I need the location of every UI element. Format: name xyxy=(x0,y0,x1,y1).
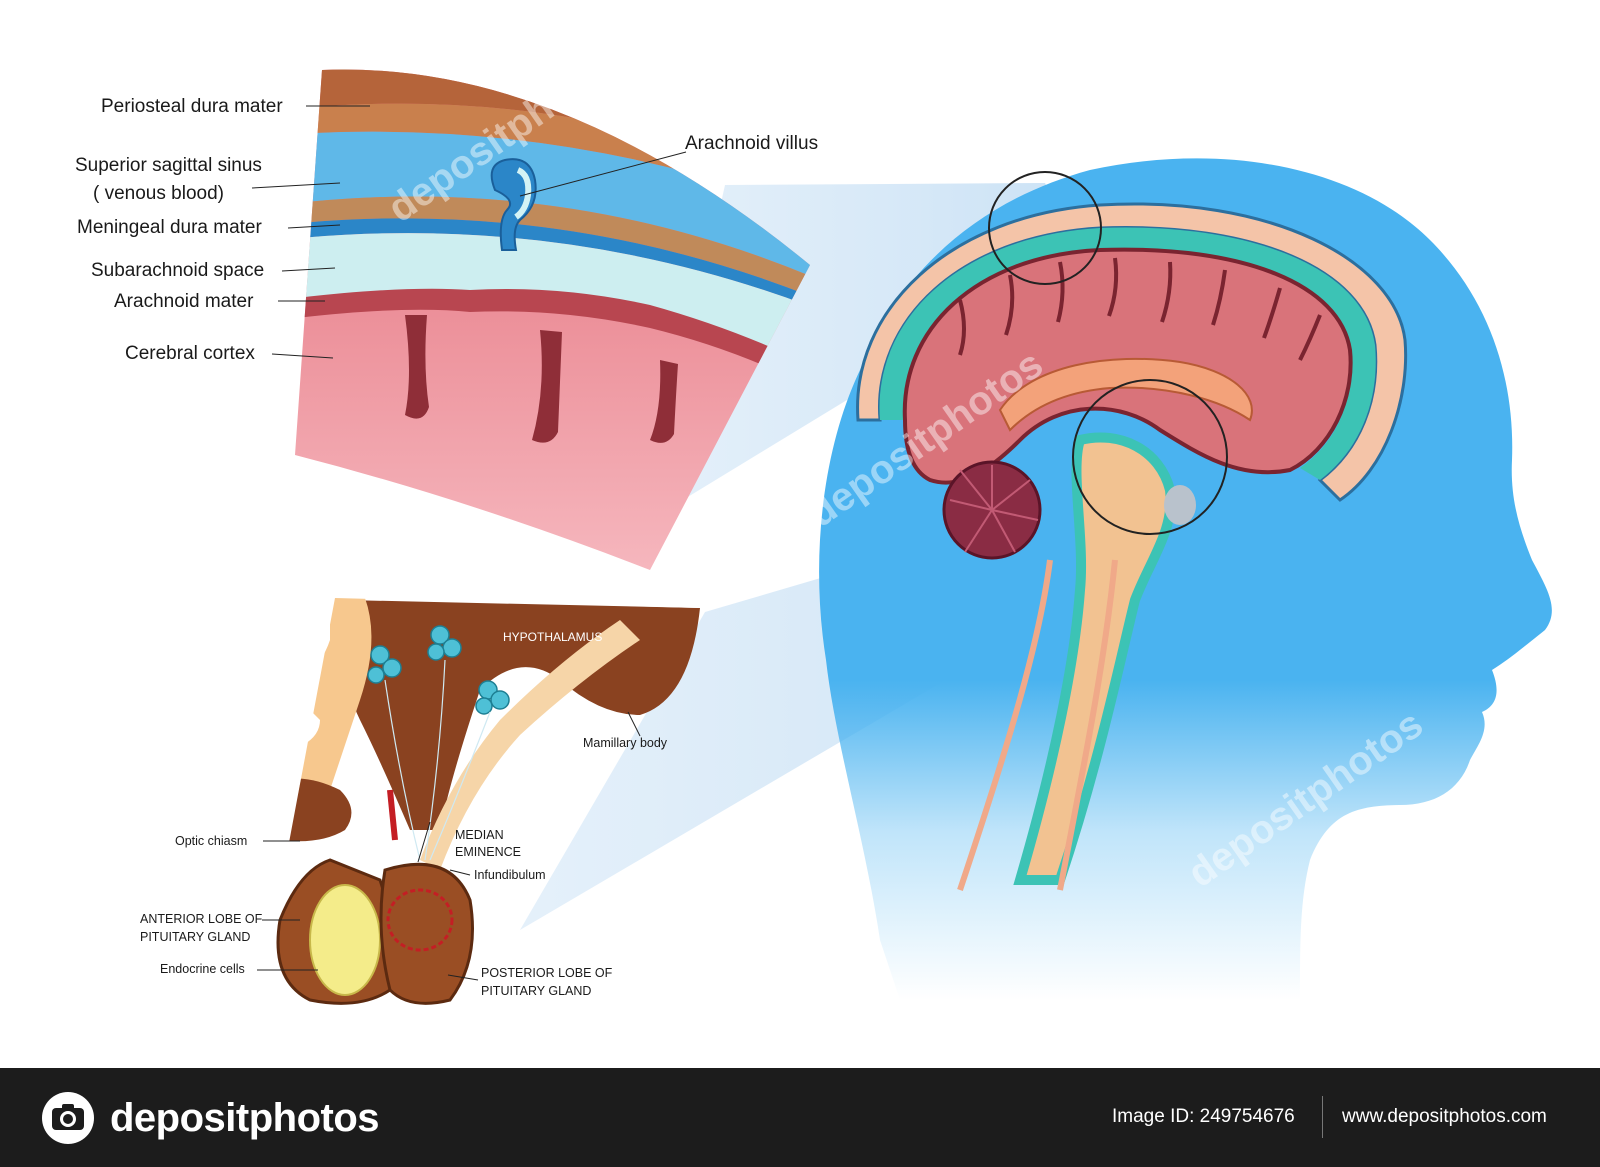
label-anterior-lobe: ANTERIOR LOBE OF xyxy=(140,912,263,926)
label-arachnoid-villus: Arachnoid villus xyxy=(685,133,819,154)
csf-layer xyxy=(879,227,1376,480)
corpus-callosum xyxy=(998,357,1253,432)
depositphotos-logo[interactable]: depositphotos xyxy=(40,1088,380,1148)
pituitary-small xyxy=(1164,485,1196,525)
sulcus-1 xyxy=(405,315,429,419)
label-meningeal-dura: Meningeal dura mater xyxy=(77,217,262,238)
leader-lines xyxy=(251,105,687,981)
pituitary-inset xyxy=(263,598,700,1005)
label-infundibulum: Infundibulum xyxy=(474,868,546,882)
diagram-canvas: depositphotos depositphotos depositphoto… xyxy=(75,69,1552,1005)
label-arachnoid-mater: Arachnoid mater xyxy=(114,291,254,312)
sulcus-2 xyxy=(532,330,562,443)
label-hypothalamus: HYPOTHALAMUS xyxy=(503,630,603,644)
label-anterior-lobe-gland: PITUITARY GLAND xyxy=(140,930,251,944)
dura-band xyxy=(856,202,1408,502)
label-endocrine-cells: Endocrine cells xyxy=(160,962,245,976)
axons xyxy=(384,659,491,861)
label-periosteal-dura: Periosteal dura mater xyxy=(101,96,283,117)
label-posterior-lobe: POSTERIOR LOBE OF xyxy=(481,966,613,980)
label-venous-blood: ( venous blood) xyxy=(93,183,224,204)
cerebellum-folia xyxy=(949,465,1039,553)
label-optic-chiasm: Optic chiasm xyxy=(175,834,248,848)
footer-bar: depositphotos Image ID: 249754676 www.de… xyxy=(0,1068,1600,1167)
label-subarachnoid-space: Subarachnoid space xyxy=(91,260,265,281)
neuron-clusters xyxy=(367,625,510,715)
label-mamillary-body: Mamillary body xyxy=(583,736,668,750)
label-cerebral-cortex: Cerebral cortex xyxy=(125,343,255,364)
logo-text: depositphotos xyxy=(110,1095,380,1140)
footer-divider xyxy=(1322,1096,1323,1138)
posterior-lobe xyxy=(379,862,474,1005)
label-posterior-lobe-gland: PITUITARY GLAND xyxy=(481,984,592,998)
sulcus-3 xyxy=(650,360,678,443)
infundibulum-stalk xyxy=(420,620,640,870)
capillary-plexus xyxy=(386,888,454,952)
spinal-cord xyxy=(957,559,1118,891)
label-superior-sagittal-sinus: Superior sagittal sinus xyxy=(75,155,262,176)
optic-tract xyxy=(263,598,372,795)
zoom-circle-pituitary xyxy=(1072,379,1228,535)
optic-chiasm-shape xyxy=(266,778,352,842)
endocrine-cells-area xyxy=(309,884,381,996)
site-link[interactable]: www.depositphotos.com xyxy=(1342,1106,1547,1127)
illustration xyxy=(251,69,1552,1005)
label-median: MEDIAN xyxy=(455,828,504,842)
label-eminence: EMINENCE xyxy=(455,845,521,859)
image-id: Image ID: 249754676 xyxy=(1112,1106,1295,1127)
sulci xyxy=(958,257,1322,361)
camera-icon xyxy=(42,1092,94,1144)
artery xyxy=(387,789,398,841)
zoom-circle-villus xyxy=(988,171,1102,285)
